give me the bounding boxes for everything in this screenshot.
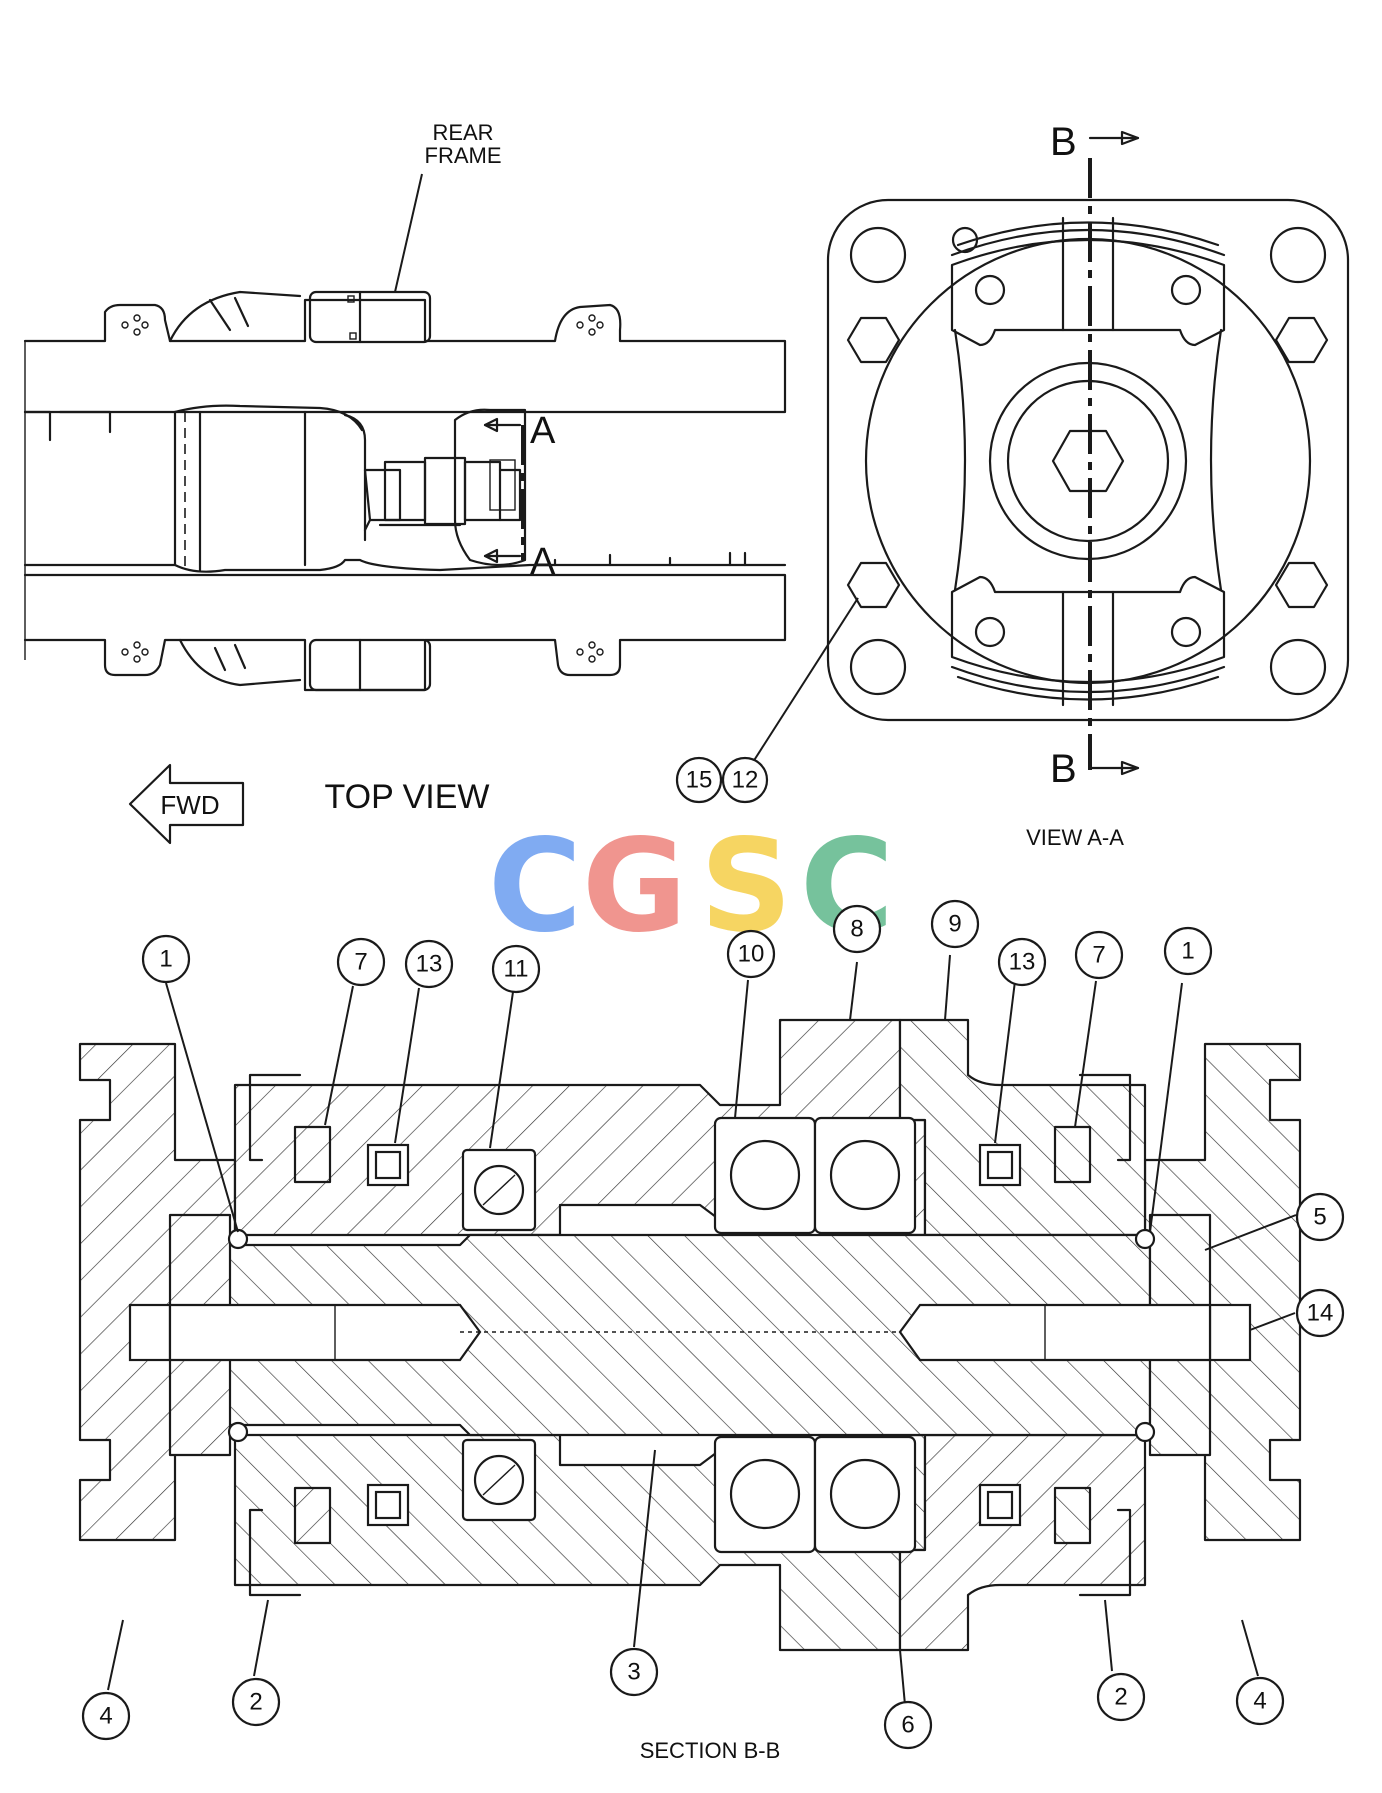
rear-frame-label-line1: REAR	[432, 120, 493, 145]
svg-text:15: 15	[686, 767, 713, 794]
svg-text:4: 4	[1253, 1688, 1266, 1715]
rear-frame-label-line2: FRAME	[425, 143, 502, 168]
svg-text:8: 8	[850, 916, 863, 943]
svg-text:7: 7	[1092, 942, 1105, 969]
svg-text:2: 2	[249, 1689, 262, 1716]
callout-3: 3	[609, 1647, 659, 1697]
svg-text:1: 1	[1181, 938, 1194, 965]
callout-8: 8	[832, 904, 882, 954]
callout-13-right: 13	[997, 937, 1047, 987]
callout-1-right: 1	[1163, 926, 1213, 976]
callout-1-left: 1	[141, 934, 191, 984]
svg-text:9: 9	[948, 911, 961, 938]
callout-2-right: 2	[1096, 1672, 1146, 1722]
callout-13-left: 13	[404, 939, 454, 989]
view-aa: B B VIEW A-A	[752, 120, 1350, 850]
top-view-title: TOP VIEW	[324, 778, 489, 816]
fwd-arrow-icon	[128, 763, 245, 845]
svg-text:4: 4	[99, 1703, 112, 1730]
callout-5: 5	[1295, 1192, 1345, 1242]
svg-text:12: 12	[732, 767, 759, 794]
svg-text:3: 3	[627, 1659, 640, 1686]
callout-12: 12	[721, 756, 769, 804]
callout-7-left: 7	[336, 937, 386, 987]
callout-4-right: 4	[1235, 1676, 1285, 1726]
section-bb: SECTION B-B	[78, 954, 1302, 1763]
svg-text:13: 13	[1009, 949, 1036, 976]
svg-text:5: 5	[1313, 1204, 1326, 1231]
svg-text:14: 14	[1307, 1300, 1334, 1327]
callout-4-left: 4	[81, 1691, 131, 1741]
svg-text:11: 11	[504, 956, 529, 983]
callout-7-right: 7	[1074, 930, 1124, 980]
section-arrow-a-bottom: A	[530, 541, 556, 583]
callout-14: 14	[1295, 1288, 1345, 1338]
view-aa-title: VIEW A-A	[1026, 825, 1124, 850]
svg-text:2: 2	[1114, 1684, 1127, 1711]
fwd-label: FWD	[160, 790, 219, 820]
section-arrow-a-top: A	[530, 410, 556, 452]
section-arrow-b-bottom: B	[1050, 747, 1077, 791]
svg-text:1: 1	[159, 946, 172, 973]
callout-11: 11	[491, 944, 541, 994]
section-bb-title: SECTION B-B	[640, 1738, 781, 1763]
section-arrow-b-top: B	[1050, 120, 1077, 164]
watermark-logo: C G S C	[488, 812, 894, 961]
callout-10: 10	[726, 929, 776, 979]
watermark-letter-1: C	[488, 812, 582, 961]
svg-text:13: 13	[416, 951, 443, 978]
callout-9: 9	[930, 899, 980, 949]
svg-text:7: 7	[354, 949, 367, 976]
svg-text:6: 6	[901, 1712, 914, 1739]
callout-2-left: 2	[231, 1677, 281, 1727]
callout-6: 6	[883, 1700, 933, 1750]
top-view: A A REAR FRAME FWD TOP VIEW	[23, 120, 787, 845]
watermark-letter-2: G	[582, 812, 687, 961]
svg-text:10: 10	[738, 941, 765, 968]
callout-15: 15	[675, 756, 723, 804]
